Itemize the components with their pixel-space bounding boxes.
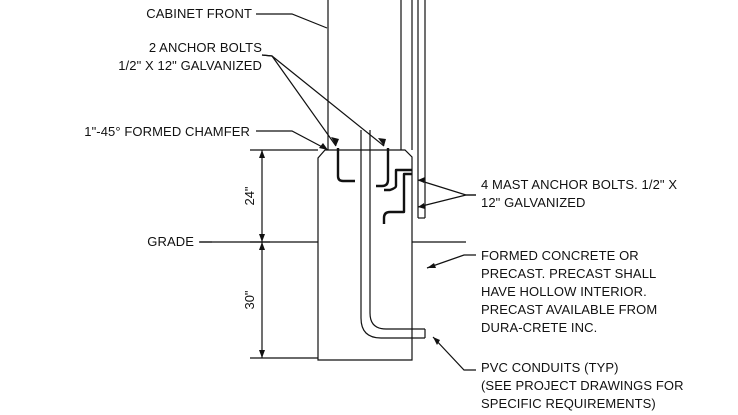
- anchor-bolt-leader-1: [261, 54, 337, 147]
- pvc-label-line2: (SEE PROJECT DRAWINGS FOR: [481, 378, 684, 393]
- anchor-arrow-1: [331, 137, 339, 146]
- mast-anchor-bolt-1: [384, 168, 412, 192]
- pvc-label-line3: SPECIFIC REQUIREMENTS): [481, 396, 656, 411]
- concrete-arrow: [427, 263, 436, 268]
- anchor-bolt-leader-2: [261, 54, 385, 147]
- anchor-bolt-center: [376, 148, 390, 188]
- chamfer-leader: [256, 130, 329, 151]
- concrete-label-line2: PRECAST. PRECAST SHALL: [481, 266, 657, 281]
- pvc-conduit-outer: [360, 130, 425, 339]
- concrete-label-line1: FORMED CONCRETE OR: [481, 248, 639, 263]
- anchor-bolts-label-line2: 1/2" X 12" GALVANIZED: [118, 58, 262, 73]
- concrete-label-line3: HAVE HOLLOW INTERIOR.: [481, 284, 647, 299]
- pvc-label-line1: PVC CONDUITS (TYP): [481, 360, 619, 375]
- anchor-bolt-left: [336, 148, 355, 183]
- mast-arrow-1: [418, 177, 425, 183]
- dim-tick-bottom: [259, 350, 265, 358]
- mast-bolt-leader-2: [417, 194, 476, 208]
- dimension-below-grade: 30": [242, 290, 257, 309]
- dim-tick-top: [259, 150, 265, 158]
- concrete-label-line4: PRECAST AVAILABLE FROM: [481, 302, 658, 317]
- mast-bolts-label-line2: 12" GALVANIZED: [481, 195, 586, 210]
- dim-tick-grade-up: [259, 234, 265, 242]
- concrete-leader: [426, 254, 476, 269]
- mast-bolts-label-line1: 4 MAST ANCHOR BOLTS. 1/2" X: [481, 177, 678, 192]
- chamfer-label: 1"-45° FORMED CHAMFER: [84, 124, 250, 139]
- foundation-outline: [317, 149, 413, 361]
- mast-bolt-leader-1: [417, 179, 476, 196]
- anchor-arrow-2: [378, 138, 386, 146]
- anchor-bolts-label-line1: 2 ANCHOR BOLTS: [148, 40, 262, 55]
- chamfer-arrow: [319, 143, 328, 150]
- dim-tick-grade-down: [259, 242, 265, 250]
- grade-label: GRADE: [147, 234, 194, 249]
- cabinet-front-label: CABINET FRONT: [146, 6, 252, 21]
- pvc-leader: [432, 336, 476, 371]
- concrete-label-line5: DURA-CRETE INC.: [481, 320, 598, 335]
- mast-anchor-bolt-2: [382, 172, 412, 224]
- pvc-arrow: [433, 337, 440, 345]
- dimension-above-grade: 24": [242, 186, 257, 205]
- mast-arrow-2: [418, 203, 425, 209]
- cabinet-front-leader: [256, 13, 328, 29]
- pvc-conduit-inner: [369, 130, 425, 330]
